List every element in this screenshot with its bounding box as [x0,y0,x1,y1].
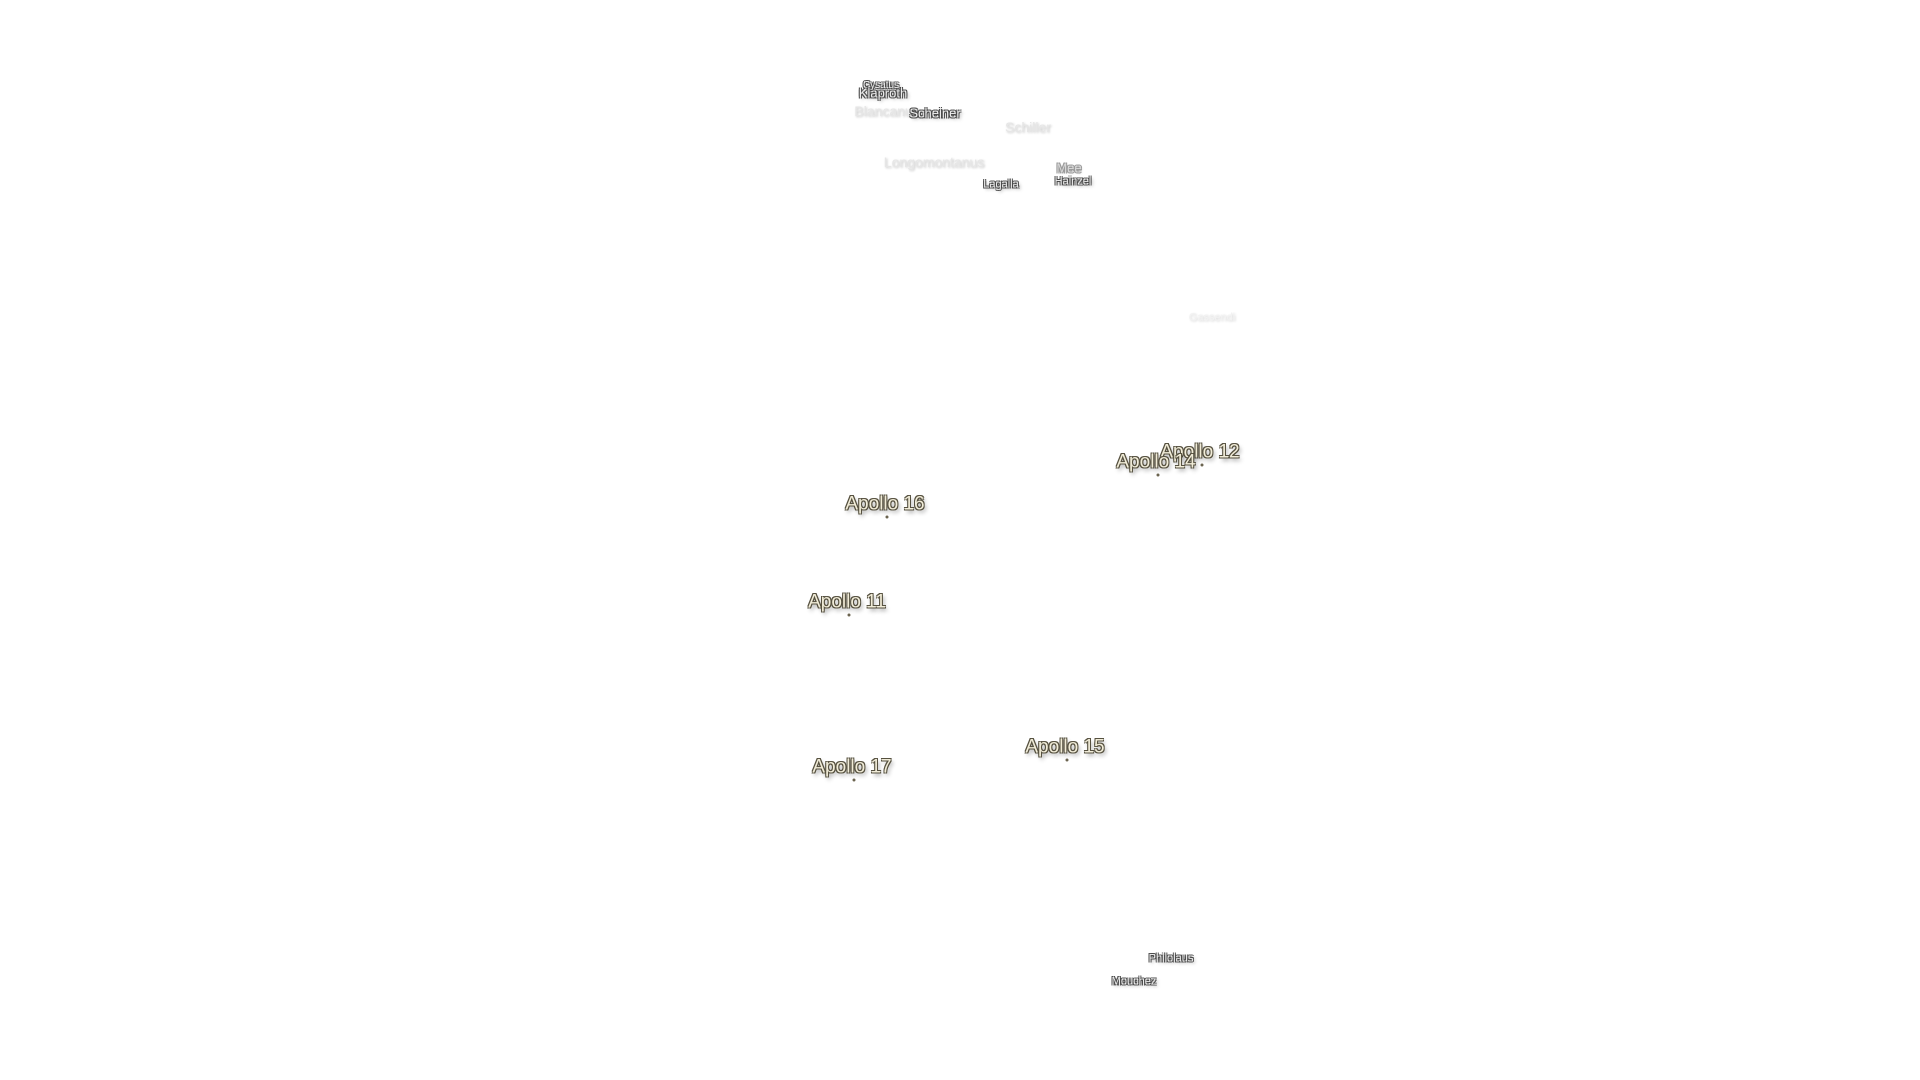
landing-site-label-apollo-12[interactable]: Apollo 12 [1160,441,1240,463]
crater-label-blancanus[interactable]: Blancanus [854,103,920,119]
crater-label-mee[interactable]: Mee [1056,160,1082,176]
landing-site-marker-apollo-12[interactable] [1200,463,1204,467]
crater-label-cysatus[interactable]: Cysatus [862,80,900,91]
crater-label-philolaus[interactable]: Philolaus [1148,952,1194,965]
crater-label-lagalla[interactable]: Lagalla [983,178,1019,191]
crater-label-schiller[interactable]: Schiller [1005,119,1051,135]
landing-site-marker-apollo-16[interactable] [885,515,889,519]
landing-site-label-apollo-16[interactable]: Apollo 16 [845,493,925,515]
landing-site-label-apollo-15[interactable]: Apollo 15 [1025,736,1105,758]
landing-site-label-apollo-11[interactable]: Apollo 11 [808,591,886,613]
crater-label-longomontanus[interactable]: Longomontanus [883,154,985,170]
landing-site-marker-apollo-11[interactable] [847,613,851,617]
landing-site-marker-apollo-17[interactable] [852,778,856,782]
landing-site-label-apollo-17[interactable]: Apollo 17 [812,756,892,778]
landing-site-marker-apollo-14[interactable] [1156,473,1160,477]
crater-label-gassendi[interactable]: Gassendi [1188,311,1236,324]
crater-label-mouchez[interactable]: Mouchez [1111,975,1157,988]
crater-label-hainzel[interactable]: Hainzel [1054,175,1092,188]
crater-label-scheiner[interactable]: Scheiner [909,105,961,121]
landing-site-marker-apollo-15[interactable] [1065,758,1069,762]
crater-label-klaproth[interactable]: Klaproth [858,85,908,101]
landing-site-label-apollo-14[interactable]: Apollo 14 [1116,451,1196,473]
